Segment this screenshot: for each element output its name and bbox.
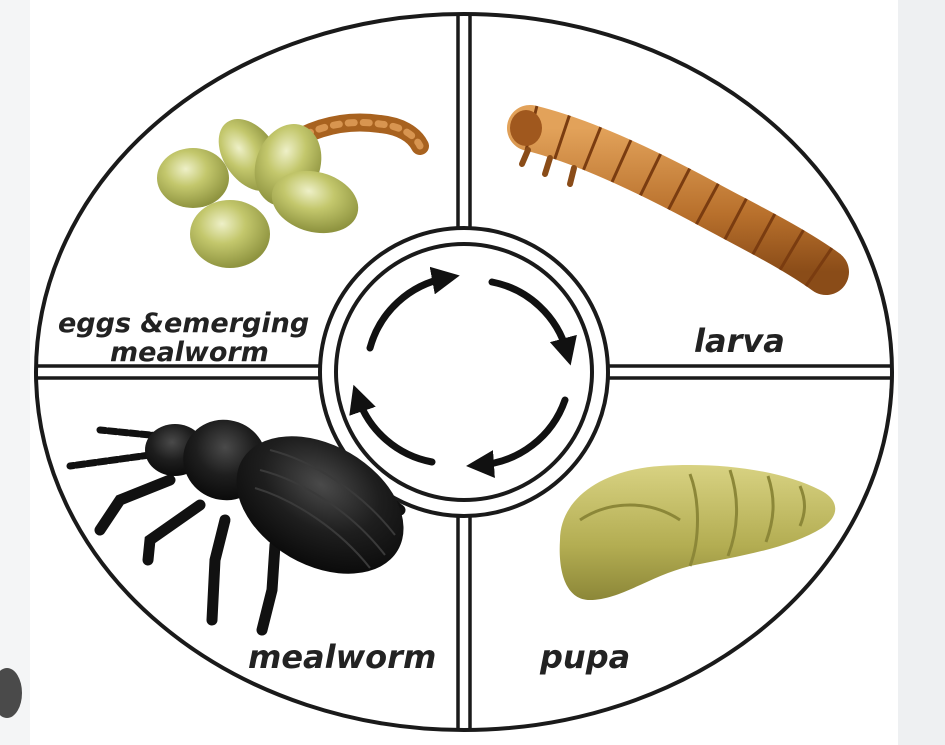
stage-label-eggs-line1: eggs &emerging (58, 308, 309, 339)
stage-label-eggs-line2: mealworm (110, 337, 269, 368)
stage-label-larva: larva (694, 322, 785, 360)
stage-label-pupa: pupa (539, 638, 630, 676)
center-inner-ring (336, 244, 592, 500)
stage-label-mealworm: mealworm (248, 638, 436, 676)
